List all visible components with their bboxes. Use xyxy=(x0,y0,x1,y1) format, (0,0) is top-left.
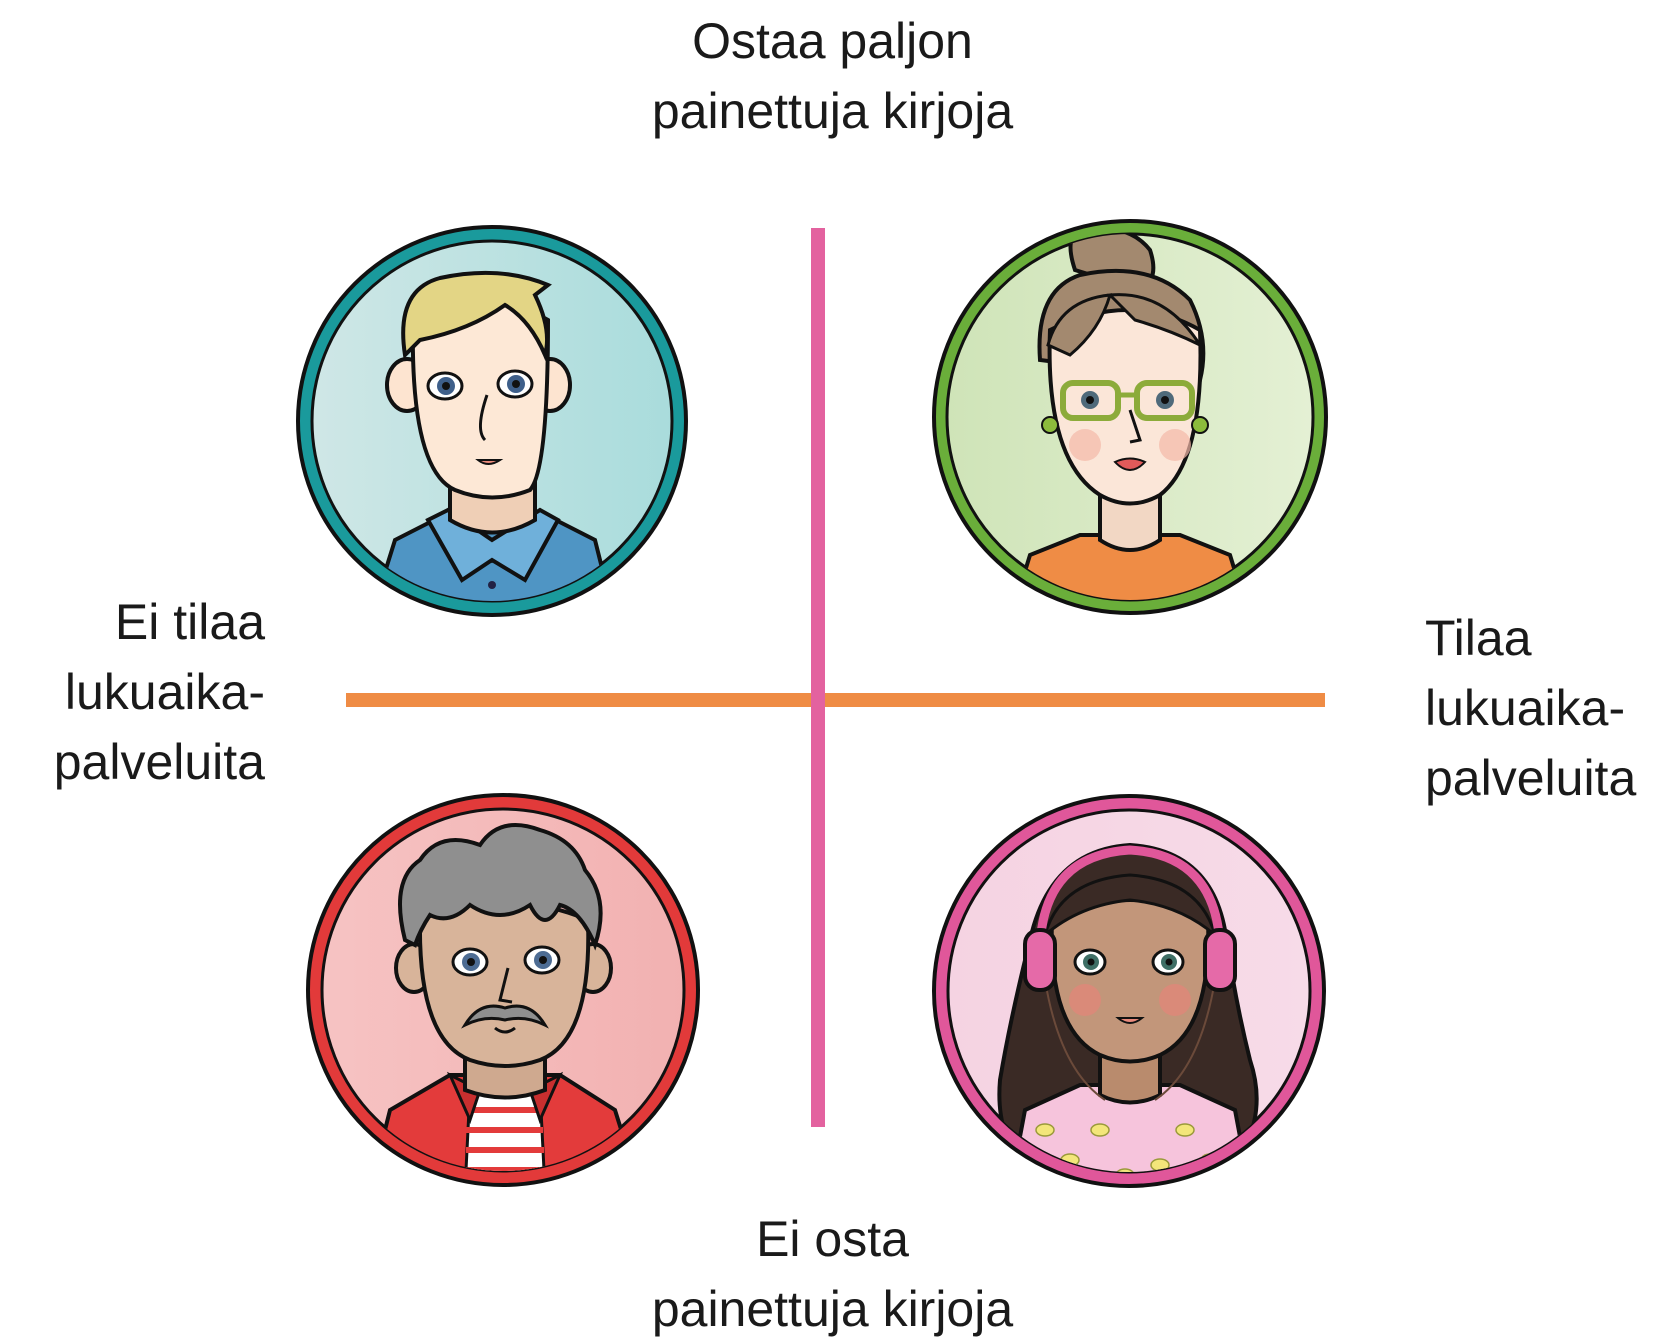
left-axis-label-line-2: lukuaika- xyxy=(64,664,265,720)
girl-with-headphones-avatar-icon xyxy=(932,794,1326,1188)
top-axis-label-line-1: Ostaa paljon xyxy=(692,13,973,69)
right-axis-label-line-2: lukuaika- xyxy=(1425,680,1626,736)
blond-man-avatar-icon xyxy=(296,225,688,617)
top-axis-label: Ostaa paljon painettuja kirjoja xyxy=(0,6,1665,146)
bottom-axis-label-line-2: painettuja kirjoja xyxy=(651,1281,1014,1337)
left-axis-label-line-1: Ei tilaa xyxy=(114,594,265,650)
left-axis-label-line-3: palveluita xyxy=(53,734,265,790)
bottom-axis-label-line-1: Ei osta xyxy=(756,1211,909,1267)
left-axis-label: Ei tilaa lukuaika- palveluita xyxy=(30,587,265,797)
bottom-axis-label: Ei osta painettuja kirjoja xyxy=(0,1204,1665,1344)
grey-haired-man-avatar-icon xyxy=(306,793,700,1187)
woman-with-glasses-avatar-icon xyxy=(932,219,1328,615)
right-axis-label-line-3: palveluita xyxy=(1425,750,1637,806)
top-axis-label-line-2: painettuja kirjoja xyxy=(651,83,1014,139)
right-axis-label: Tilaa lukuaika- palveluita xyxy=(1425,603,1665,813)
right-axis-label-line-1: Tilaa xyxy=(1425,610,1532,666)
